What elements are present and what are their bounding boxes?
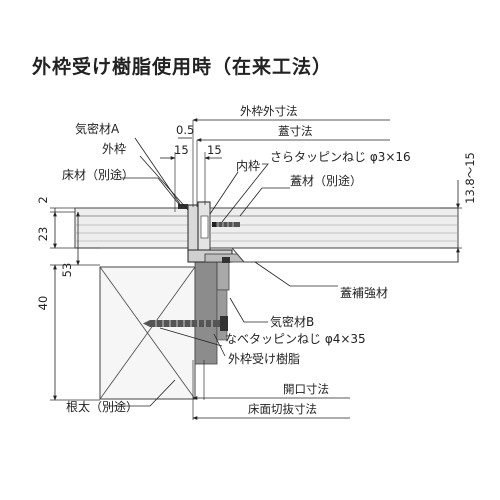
label-airtight-b: 気密材B — [270, 314, 314, 329]
floor-material — [74, 207, 189, 249]
extension-lines — [50, 120, 462, 420]
label-lid-reinforcement: 蓋補強材 — [340, 286, 388, 300]
joist — [99, 266, 196, 400]
dim-2: 2 — [36, 196, 50, 203]
dim-0-5: 0.5 — [176, 123, 194, 137]
dim-opening-size: 開口寸法 — [283, 382, 329, 396]
leader-lines — [108, 137, 338, 407]
dim-53: 53 — [60, 263, 74, 278]
label-inner-frame: 内枠 — [236, 159, 260, 173]
label-airtight-a: 気密材A — [75, 121, 120, 136]
label-outer-frame: 外枠 — [102, 142, 126, 156]
dim-outer-frame-outside: 外枠外寸法 — [240, 104, 298, 118]
dim-15-left: 15 — [174, 143, 189, 157]
label-pan-head-screw: なべタッピンねじ φ4×35 — [225, 332, 366, 346]
pan-head-screw — [143, 316, 228, 331]
dim-15-right: 15 — [207, 143, 222, 157]
dim-23: 23 — [36, 227, 50, 242]
dim-40: 40 — [36, 296, 50, 311]
dim-lid-size: 蓋寸法 — [278, 124, 313, 138]
label-outer-frame-resin: 外枠受け樹脂 — [228, 351, 300, 366]
dim-13-8-15: 13.8～15 — [463, 152, 477, 204]
label-floor-material: 床材（別途） — [62, 167, 134, 182]
countersunk-screw — [212, 222, 240, 227]
label-joist: 根太（別途） — [66, 399, 138, 414]
lid-reinforcement — [230, 247, 459, 263]
outer-frame-resin — [194, 261, 230, 365]
label-lid-material: 蓋材（別途） — [290, 173, 362, 188]
label-countersunk-screw: さらタッピンねじ φ3×16 — [270, 150, 411, 164]
lid-material — [209, 207, 459, 249]
dim-floor-cutout: 床面切抜寸法 — [248, 402, 317, 416]
page-title: 外枠受け樹脂使用時（在来工法） — [32, 56, 333, 78]
dimension-lines — [53, 118, 460, 420]
